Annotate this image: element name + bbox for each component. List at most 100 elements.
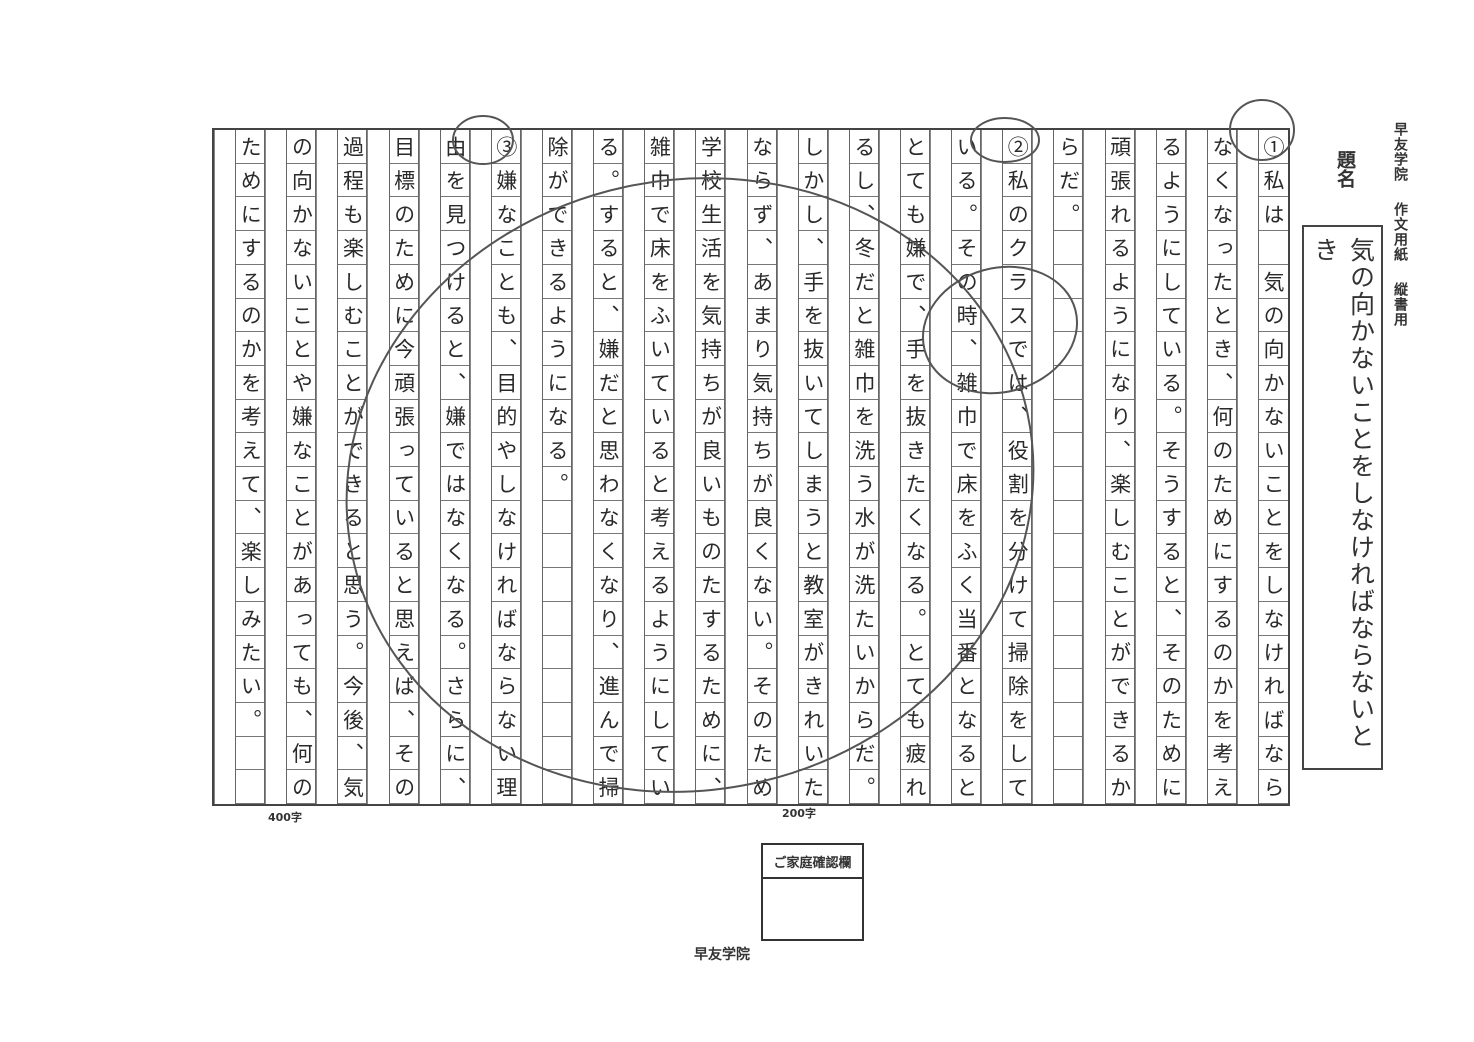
column-gap (725, 130, 746, 804)
manuscript-cell (236, 703, 265, 737)
manuscript-cell (1259, 636, 1288, 670)
writing-strip: しかし、手を抜いてしまうと教室がきれいた (797, 130, 828, 805)
manuscript-cell (287, 433, 316, 468)
manuscript-cell (952, 770, 981, 805)
writing-strip: ならず、あまり気持ちが良くない。そのため、 (746, 130, 777, 805)
writing-strip: 除ができるようになる。 (542, 130, 573, 805)
manuscript-cell (1003, 770, 1032, 805)
manuscript-cell (287, 602, 316, 636)
footer-school-name: 早友学院 (694, 947, 750, 963)
manuscript-cell (849, 770, 878, 805)
manuscript-cell (1156, 231, 1185, 265)
column-text: 頑張れるようになり、楽しむことができるか (1107, 136, 1132, 804)
column-text: ためにするのかを考えて、楽しみたい。 (238, 136, 263, 743)
essay-title: 気の向かないことをしなければならないとき (1310, 237, 1376, 750)
manuscript-cell (1156, 299, 1185, 333)
manuscript-cell (696, 770, 725, 805)
column-text: しかし、手を抜いてしまうと教室がきれいた (800, 136, 825, 804)
manuscript-cell (1105, 636, 1134, 670)
column-text: とても嫌で、手を抜きたくなる。とても疲れ (903, 136, 928, 804)
column-text: 雑巾で床をふいていると考えるようにしてい (647, 136, 672, 804)
manuscript-cell (1259, 501, 1288, 535)
manuscript-cell (287, 231, 316, 265)
manuscript-cell (236, 568, 265, 602)
manuscript-cell (287, 770, 316, 805)
manuscript-cell (1259, 737, 1288, 771)
manuscript-cell (1207, 568, 1236, 602)
manuscript-cell (1054, 467, 1083, 501)
manuscript-grid: ①私は 気の向かないことをしなければならなくなったとき、何のためにするのかを考え… (212, 128, 1290, 806)
manuscript-cell (1259, 703, 1288, 737)
manuscript-cell (594, 130, 623, 164)
char-count-200: 200字 (782, 807, 816, 820)
manuscript-cell (1054, 636, 1083, 670)
manuscript-cell (287, 130, 316, 164)
writing-strip: 学校生活を気持ちが良いものたするために、 (695, 130, 726, 805)
manuscript-cell (236, 636, 265, 670)
manuscript-cell (1105, 501, 1134, 535)
column-gap (520, 130, 542, 804)
manuscript-cell (236, 737, 265, 771)
family-confirmation-box: ご家庭確認欄 (761, 843, 864, 941)
manuscript-cell (1105, 602, 1134, 636)
writing-strip: の向かないことや嫌なことがあっても、何の (286, 130, 317, 805)
manuscript-cell (389, 770, 418, 805)
manuscript-cell (1156, 770, 1185, 805)
manuscript-column: 雑巾で床をふいていると考えるようにしてい (623, 130, 675, 805)
column-gap (316, 130, 337, 804)
column-text: 学校生活を気持ちが良いものたするために、 (698, 136, 723, 804)
column-gap (214, 130, 235, 804)
manuscript-column: らだ。 (1032, 130, 1084, 805)
manuscript-cell (1156, 130, 1185, 164)
manuscript-cell (798, 770, 827, 805)
manuscript-column: るようにしている。そうすると、そのために (1134, 130, 1186, 805)
column-gap (418, 130, 440, 804)
manuscript-cell (1207, 164, 1236, 198)
manuscript-cell (1259, 231, 1288, 265)
manuscript-cell (236, 669, 265, 703)
manuscript-cell (1105, 332, 1134, 366)
column-gap (1083, 130, 1104, 804)
manuscript-cell (1054, 703, 1083, 737)
manuscript-cell (1259, 400, 1288, 434)
writing-strip: とても嫌で、手を抜きたくなる。とても疲れ (900, 130, 931, 805)
manuscript-cell (1054, 130, 1083, 164)
manuscript-cell (1105, 130, 1134, 164)
manuscript-cell (236, 602, 265, 636)
manuscript-cell (1259, 332, 1288, 366)
manuscript-column: なくなったとき、何のためにするのかを考え (1185, 130, 1237, 805)
column-gap (776, 130, 798, 804)
manuscript-cell (236, 467, 265, 501)
manuscript-cell (1207, 332, 1236, 366)
manuscript-cell (1105, 400, 1134, 434)
manuscript-cell (236, 164, 265, 198)
manuscript-cell (1259, 568, 1288, 602)
manuscript-cell (1105, 737, 1134, 771)
column-gap (469, 130, 491, 804)
column-text: ならず、あまり気持ちが良くない。そのため、 (749, 136, 774, 804)
manuscript-cell (1156, 568, 1185, 602)
manuscript-cell (1259, 433, 1288, 468)
manuscript-column: 除ができるようになる。 (520, 130, 573, 805)
manuscript-cell (1105, 433, 1134, 468)
manuscript-cell (236, 299, 265, 333)
column-text: なくなったとき、何のためにするのかを考え (1209, 136, 1234, 804)
school-name: 早友学院 (1392, 122, 1408, 182)
manuscript-cell (1003, 130, 1032, 164)
manuscript-cell (1207, 669, 1236, 703)
manuscript-cell (236, 501, 265, 535)
writing-strip: るようにしている。そうすると、そのために (1155, 130, 1186, 805)
column-text: 過程も楽しむことができると思う。今後、気 (340, 136, 365, 804)
manuscript-cell (1259, 366, 1288, 400)
manuscript-cell (1156, 669, 1185, 703)
manuscript-cell (287, 636, 316, 670)
manuscript-column: の向かないことや嫌なことがあっても、何の (265, 130, 317, 805)
manuscript-cell (1054, 366, 1083, 400)
title-label: 題名 (1334, 150, 1356, 188)
manuscript-column: ①私は 気の向かないことをしなければなら (1236, 130, 1288, 805)
manuscript-cell (1259, 130, 1288, 164)
manuscript-cell (1207, 197, 1236, 232)
manuscript-cell (1054, 164, 1083, 198)
manuscript-cell (1207, 703, 1236, 737)
manuscript-cell (849, 130, 878, 164)
